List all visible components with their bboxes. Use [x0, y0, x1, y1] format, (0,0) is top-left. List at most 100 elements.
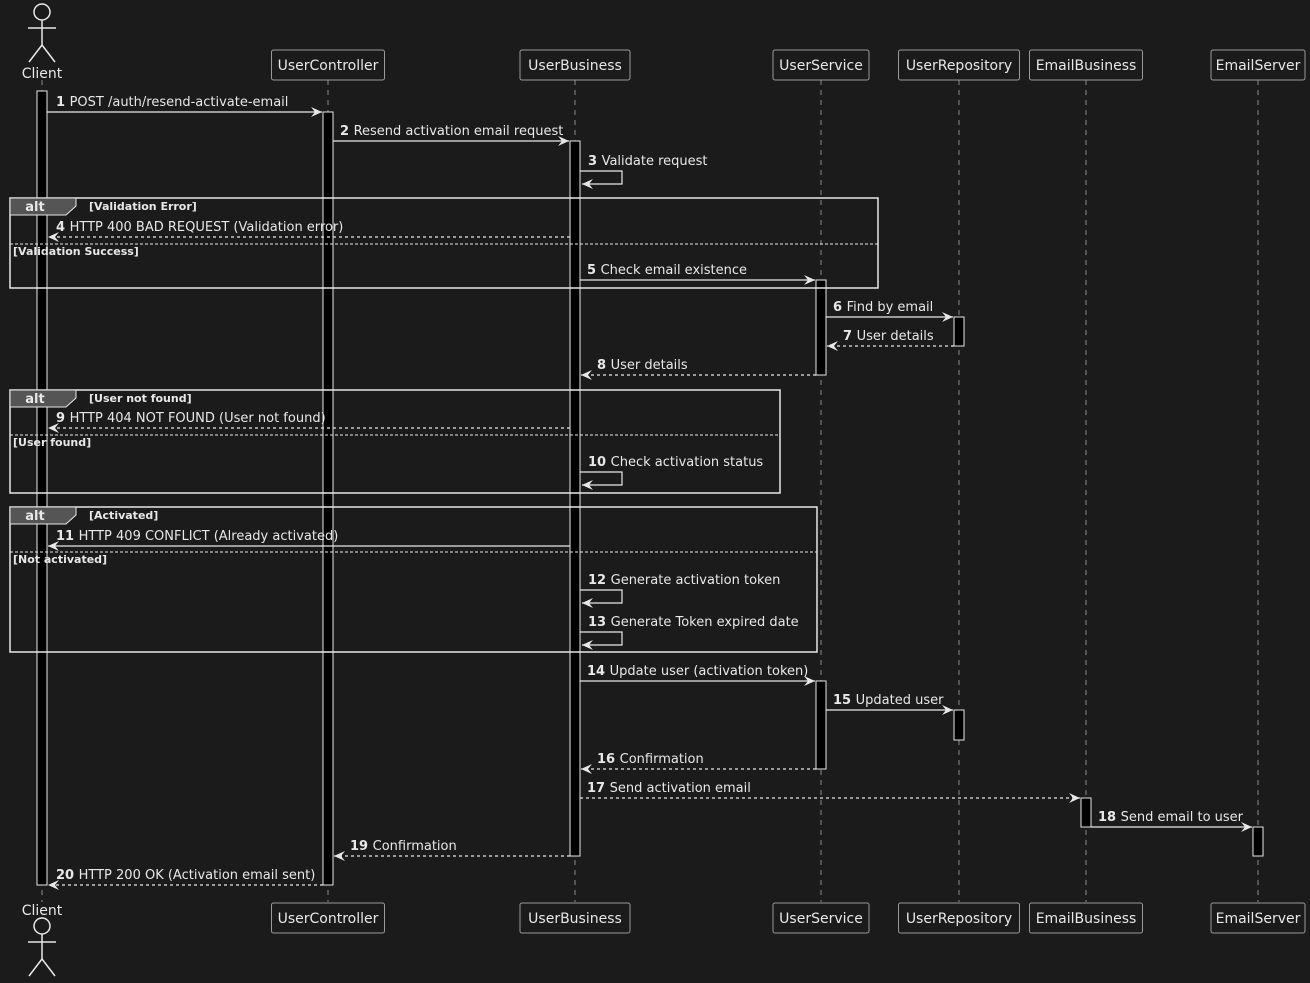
message-label: 10 Check activation status: [588, 455, 763, 470]
message-number: 19: [350, 839, 373, 854]
message-number: 4: [56, 220, 70, 235]
message-label: 12 Generate activation token: [588, 573, 780, 588]
message-text: Generate activation token: [611, 573, 781, 588]
participant-label: UserController: [278, 911, 379, 927]
message-text: HTTP 400 BAD REQUEST (Validation error): [70, 220, 344, 235]
message-label: 5 Check email existence: [587, 263, 747, 278]
activation-bar: [953, 709, 965, 741]
message-number: 5: [587, 263, 601, 278]
self-message-arrow: [580, 589, 623, 608]
message-13: 13 Generate Token expired date: [580, 615, 799, 650]
message-7: 7 User details: [827, 329, 954, 351]
message-label: 2 Resend activation email request: [340, 124, 563, 139]
message-text: Send email to user: [1121, 810, 1244, 825]
message-12: 12 Generate activation token: [580, 573, 780, 608]
participant-ebiz: EmailBusiness: [1029, 902, 1143, 934]
participant-label: Client: [22, 903, 63, 919]
alt-frames: alt[Validation Error][Validation Success…: [9, 197, 879, 653]
frame-tag: alt: [25, 200, 44, 215]
message-text: User details: [857, 329, 934, 344]
message-number: 6: [833, 300, 847, 315]
message-number: 1: [56, 95, 70, 110]
self-message-arrow: [580, 631, 623, 650]
message-text: Find by email: [847, 300, 934, 315]
message-text: HTTP 409 CONFLICT (Already activated): [79, 529, 339, 544]
participant-esrv: EmailServer: [1210, 902, 1306, 934]
message-text: Resend activation email request: [354, 124, 564, 139]
frame-tag: alt: [25, 509, 44, 524]
message-11: 11 HTTP 409 CONFLICT (Already activated): [48, 529, 570, 551]
message-number: 14: [587, 664, 610, 679]
frame-else-condition: [Validation Success]: [13, 245, 139, 258]
message-label: 17 Send activation email: [587, 781, 751, 796]
activation-bar: [569, 140, 581, 857]
message-15: 15 Updated user: [826, 693, 953, 715]
participant-label: UserBusiness: [528, 911, 622, 927]
participant-label: Client: [22, 66, 63, 82]
message-text: Update user (activation token): [610, 664, 809, 679]
message-number: 17: [587, 781, 610, 796]
participant-repo: UserRepository: [898, 902, 1020, 934]
actor-client: Client: [22, 903, 63, 977]
message-text: Validate request: [602, 154, 708, 169]
message-text: User details: [611, 358, 688, 373]
participant-box: [519, 902, 631, 934]
activation-bar: [1080, 797, 1092, 828]
frame-tab: [9, 506, 77, 525]
message-number: 15: [833, 693, 856, 708]
participant-svc: UserService: [772, 902, 870, 934]
participant-label: UserController: [278, 58, 379, 74]
participant-ctrl: UserController: [271, 49, 385, 81]
message-label: 1 POST /auth/resend-activate-email: [56, 95, 288, 110]
message-text: Check email existence: [601, 263, 747, 278]
self-message-arrow: [580, 170, 623, 189]
message-number: 10: [588, 455, 611, 470]
message-label: 20 HTTP 200 OK (Activation email sent): [56, 868, 315, 883]
participant-esrv: EmailServer: [1210, 49, 1306, 81]
message-label: 15 Updated user: [833, 693, 944, 708]
participant-box: [898, 902, 1020, 934]
participant-repo: UserRepository: [898, 49, 1020, 81]
message-number: 9: [56, 411, 70, 426]
message-number: 2: [340, 124, 354, 139]
participant-label: UserRepository: [906, 911, 1012, 927]
message-label: 8 User details: [597, 358, 688, 373]
message-number: 13: [588, 615, 611, 630]
message-14: 14 Update user (activation token): [580, 664, 815, 686]
participant-label: UserRepository: [906, 58, 1012, 74]
actor-icon: [28, 3, 56, 63]
participant-heads: ClientClientUserControllerUserController…: [22, 3, 1306, 977]
message-2: 2 Resend activation email request: [333, 124, 569, 146]
message-text: POST /auth/resend-activate-email: [70, 95, 289, 110]
participant-box: [1210, 902, 1306, 934]
participant-svc: UserService: [772, 49, 870, 81]
message-6: 6 Find by email: [826, 300, 953, 322]
participant-biz: UserBusiness: [519, 49, 631, 81]
message-number: 11: [56, 529, 79, 544]
participant-ctrl: UserController: [271, 902, 385, 934]
message-label: 13 Generate Token expired date: [588, 615, 799, 630]
activation-bar: [322, 111, 334, 886]
message-number: 20: [56, 868, 79, 883]
message-text: HTTP 404 NOT FOUND (User not found): [70, 411, 326, 426]
message-label: 9 HTTP 404 NOT FOUND (User not found): [56, 411, 326, 426]
participant-box: [898, 49, 1020, 81]
participant-box: [772, 902, 870, 934]
message-label: 14 Update user (activation token): [587, 664, 808, 679]
activation-bar: [36, 90, 48, 886]
message-number: 18: [1098, 810, 1121, 825]
frame-tab: [9, 389, 77, 408]
message-number: 16: [597, 752, 620, 767]
message-label: 16 Confirmation: [597, 752, 704, 767]
activation-bar: [815, 680, 827, 770]
message-number: 12: [588, 573, 611, 588]
actor-client: Client: [22, 3, 63, 82]
participant-label: UserBusiness: [528, 58, 622, 74]
participant-box: [1029, 902, 1143, 934]
message-label: 11 HTTP 409 CONFLICT (Already activated): [56, 529, 338, 544]
participant-biz: UserBusiness: [519, 902, 631, 934]
message-label: 4 HTTP 400 BAD REQUEST (Validation error…: [56, 220, 343, 235]
message-16: 16 Confirmation: [581, 752, 816, 774]
message-text: Check activation status: [611, 455, 764, 470]
